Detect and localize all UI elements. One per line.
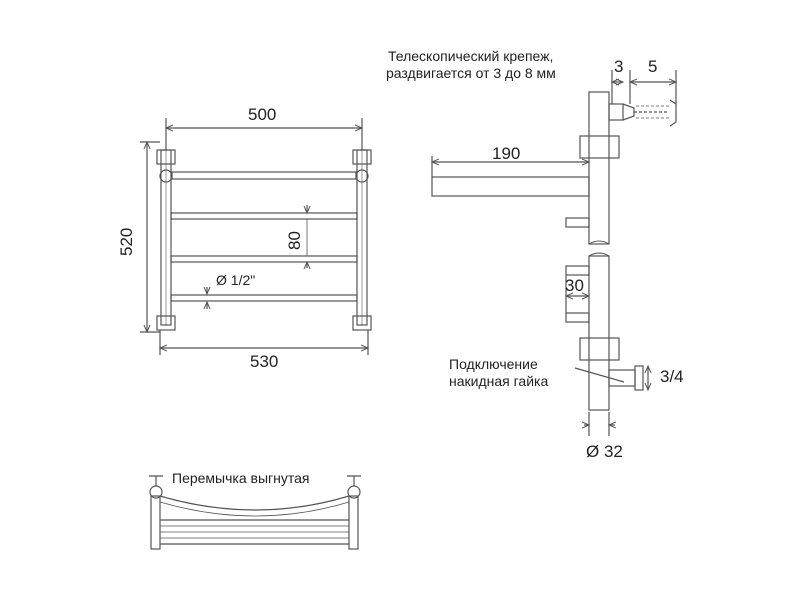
offset-label: 190 <box>492 144 521 163</box>
jumper-detail <box>149 475 361 550</box>
mount-gap-extra-label: 5 <box>648 57 658 76</box>
mount-top-left <box>156 149 176 165</box>
upper-bracket <box>579 135 620 159</box>
thread-label: 3/4 <box>660 367 684 386</box>
lower-bracket <box>579 337 620 361</box>
tube-diameter-label: Ø 32 <box>586 442 623 461</box>
mount-bottom-left <box>156 315 176 331</box>
connection-leader <box>574 367 625 383</box>
connection-nut <box>608 369 636 387</box>
width-bottom-label: 530 <box>250 352 279 371</box>
stub-2 <box>565 265 590 276</box>
telescopic-note-line2: раздвигается от 3 до 8 мм <box>386 65 556 81</box>
telescopic-mount <box>608 103 624 121</box>
mount-top-right <box>352 149 372 165</box>
side-view <box>432 70 676 436</box>
stub-3 <box>565 312 590 323</box>
rung-1 <box>171 171 357 180</box>
connection-note-line2: накидная гайка <box>449 373 549 389</box>
side-tube-lower <box>588 255 610 411</box>
connection-note-line1: Подключение <box>449 356 538 372</box>
offset-arm <box>431 176 590 197</box>
telescopic-note-line1: Телескопический крепеж, <box>388 48 554 64</box>
height-label: 520 <box>117 227 136 256</box>
pipe-diameter-label: Ø 1/2" <box>216 272 256 288</box>
mount-bottom-right <box>352 315 372 331</box>
mount-gap-min-label: 3 <box>614 57 624 76</box>
spacing-label: 80 <box>285 231 304 250</box>
stub-1 <box>565 217 590 228</box>
rung-2 <box>170 212 358 220</box>
jumper-label: Перемычка выгнутая <box>172 470 310 486</box>
rung-4 <box>170 294 358 302</box>
rung-3 <box>170 255 358 263</box>
outlet-spacing-label: 30 <box>565 276 584 295</box>
side-tube-upper <box>588 91 610 245</box>
front-view <box>140 118 372 355</box>
width-top-label: 500 <box>248 105 277 124</box>
curved-jumper <box>159 495 350 511</box>
